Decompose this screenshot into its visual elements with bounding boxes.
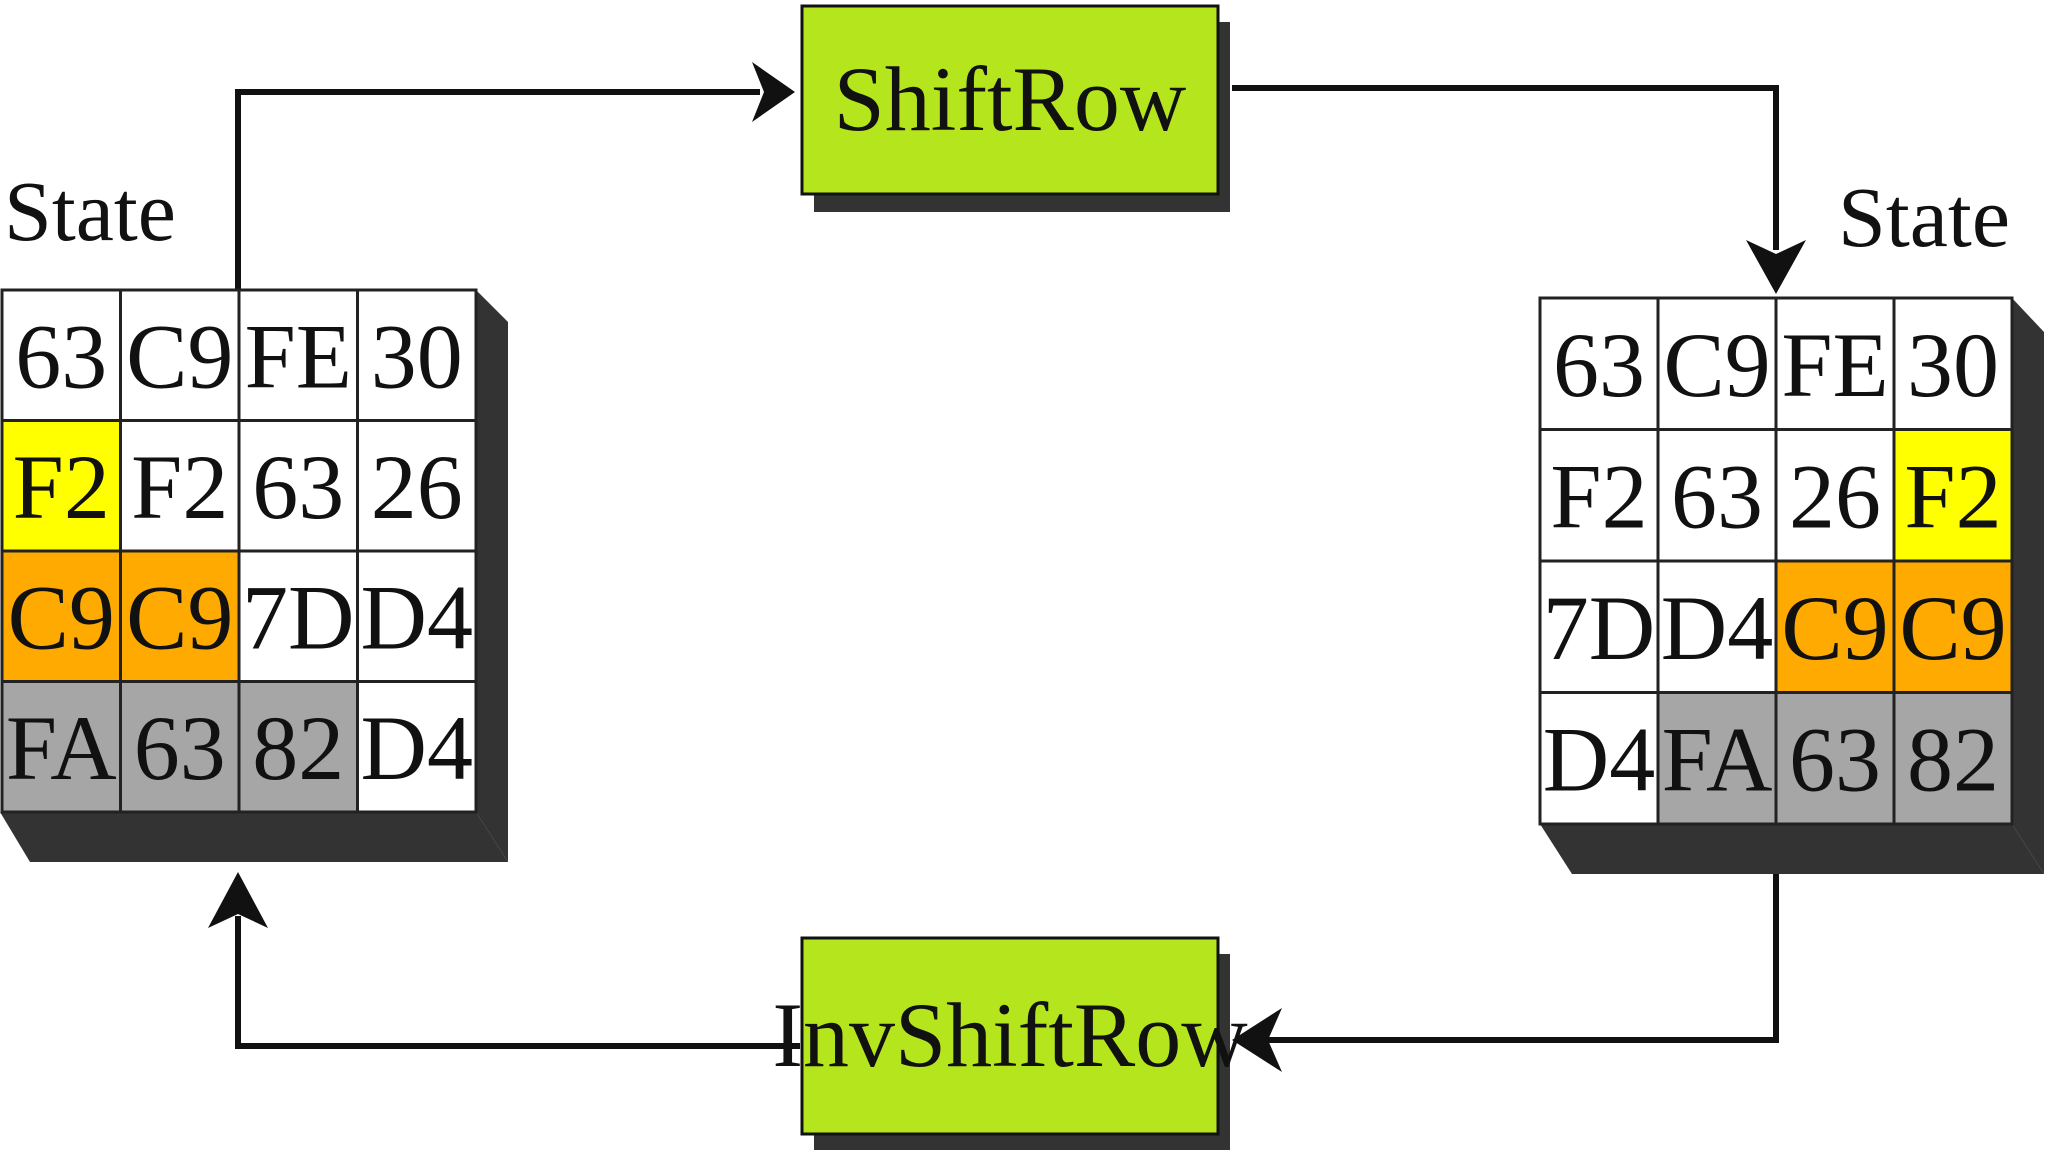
- left-state-cell-value: C9: [126, 566, 233, 668]
- right-state-cell-value: C9: [1781, 577, 1888, 679]
- left-state-cell-value: 7D: [242, 566, 354, 668]
- left-state-cell-bg: [356, 419, 478, 553]
- left-state-cell-bg: [356, 680, 478, 814]
- right-state-cell-value: C9: [1663, 314, 1770, 416]
- left-state-cell-bg: [0, 549, 122, 683]
- right-state-cell-value: F2: [1904, 445, 2001, 547]
- left-state-side: [476, 290, 508, 862]
- left-state-cell-bg: [237, 549, 359, 683]
- right-state-cell-bg: [1538, 559, 1660, 694]
- invshiftrow-box-face: [800, 936, 1220, 1136]
- invshiftrow-label: InvShiftRow: [772, 984, 1248, 1086]
- right-state-cell-bg: [1892, 296, 2014, 431]
- shiftrow-box-face: [800, 4, 1220, 196]
- left-state-cell-value: 63: [134, 697, 226, 799]
- right-state-cell-value: 82: [1907, 708, 1999, 810]
- right-state-cell-value: 7D: [1543, 577, 1655, 679]
- arrow-to-shiftrow: [235, 62, 795, 290]
- right-state-side: [2012, 298, 2044, 874]
- invshiftrow-box: InvShiftRow: [772, 936, 1248, 1150]
- left-state-bottom: [0, 812, 508, 862]
- left-state-cell-value: C9: [8, 566, 115, 668]
- left-state-cell-value: D4: [361, 697, 473, 799]
- left-state-cell-value: 63: [15, 305, 107, 407]
- left-state-label: State: [4, 163, 176, 259]
- right-state-cell-bg: [1656, 691, 1778, 826]
- left-state-cell-value: C9: [126, 305, 233, 407]
- left-state-cell-value: F2: [131, 436, 228, 538]
- arrow-from-shiftrow: [1232, 85, 1806, 294]
- right-state-cell-value: F2: [1550, 445, 1647, 547]
- left-state-cell-value: D4: [361, 566, 473, 668]
- right-state-cell-bg: [1892, 691, 2014, 826]
- left-state-cell-bg: [119, 549, 241, 683]
- right-state-cell-value: FE: [1781, 314, 1888, 416]
- shiftrow-label: ShiftRow: [834, 48, 1187, 150]
- right-state-cell-value: 63: [1553, 314, 1645, 416]
- right-state-cell-bg: [1892, 559, 2014, 694]
- right-state-cell-bg: [1656, 559, 1778, 694]
- left-state-cell-value: 30: [371, 305, 463, 407]
- left-state-cell-value: FE: [245, 305, 352, 407]
- left-state-cell-bg: [356, 288, 478, 422]
- arrow-from-invshiftrow: [208, 872, 800, 1049]
- left-state-cell-bg: [0, 419, 122, 553]
- arrow-to-invshiftrow: [1232, 874, 1779, 1072]
- right-state-bottom: [1540, 824, 2044, 874]
- right-state-cell-bg: [1538, 691, 1660, 826]
- right-state-cell-value: 63: [1789, 708, 1881, 810]
- left-state-cell-bg: [237, 680, 359, 814]
- right-state-label: State: [1838, 169, 2010, 265]
- right-state-cell-value: 30: [1907, 314, 1999, 416]
- left-state-cell-value: 82: [252, 697, 344, 799]
- right-state-cell-value: FA: [1662, 708, 1773, 810]
- right-state-cell-value: 63: [1671, 445, 1763, 547]
- right-state-cell-value: D4: [1543, 708, 1655, 810]
- right-state-cell-bg: [1538, 428, 1660, 563]
- shiftrow-box: ShiftRow: [800, 4, 1230, 212]
- right-state-cell-bg: [1656, 428, 1778, 563]
- right-state-cell-value: 26: [1789, 445, 1881, 547]
- left-state-cell-bg: [356, 549, 478, 683]
- right-state-cell-value: D4: [1661, 577, 1773, 679]
- right-state-cell-value: C9: [1899, 577, 2006, 679]
- left-state-cell-value: 63: [252, 436, 344, 538]
- left-state-cell-value: FA: [6, 697, 117, 799]
- right-state-cell-bg: [1892, 428, 2014, 563]
- left-state-cell-bg: [119, 419, 241, 553]
- left-state-cell-value: 26: [371, 436, 463, 538]
- left-state-cell-value: F2: [13, 436, 110, 538]
- right-state-cell-bg: [1774, 691, 1896, 826]
- left-state-cell-bg: [237, 288, 359, 422]
